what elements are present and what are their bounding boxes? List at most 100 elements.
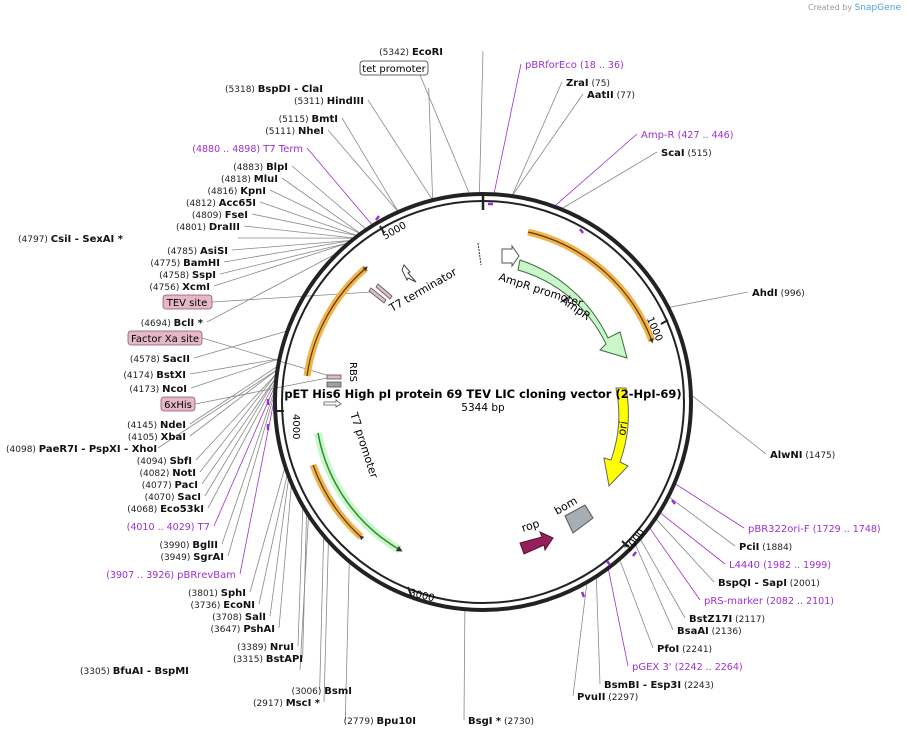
leader-paci <box>201 376 277 485</box>
leader-lines <box>157 50 767 721</box>
site-position: (4082) <box>139 469 172 479</box>
site-label-aatii: AatII (77) <box>587 90 635 101</box>
site-position: (2136) <box>709 627 742 637</box>
site-name: HindIII <box>327 96 364 107</box>
site-name: EcoNI <box>223 600 255 611</box>
leader-bcli <box>206 252 339 323</box>
site-label-pbr322ori-f: pBR322ori-F (1729 .. 1748) <box>748 524 881 535</box>
leader-tet-promoter <box>419 74 471 196</box>
site-extra: - PspXI - XhoI <box>78 444 157 455</box>
site-name: Bpu10I <box>376 716 416 727</box>
site-name: SalI <box>245 612 266 623</box>
site-position: (2082 .. 2101) <box>766 596 834 607</box>
leader-amp-r <box>553 133 638 207</box>
site-label-fsei: (4809) FseI <box>192 210 248 221</box>
site-position: (3305) <box>80 667 113 677</box>
feature-fxa-mark <box>375 283 393 300</box>
site-position: (4070) <box>145 493 178 503</box>
tet-promoter-box: tet promoter <box>359 60 429 76</box>
tev-site-label: TEV site <box>166 298 208 309</box>
leader-pvuii <box>572 582 588 697</box>
site-position: (4797) <box>18 235 51 245</box>
site-name: NruI <box>270 642 294 653</box>
leader-bspqi <box>655 518 715 583</box>
primer-marks <box>266 202 676 598</box>
site-name: PvuII <box>577 692 605 703</box>
leader-eco53ki <box>207 380 277 509</box>
site-label-eco53ki: (4068) Eco53kI <box>127 504 204 515</box>
site-label-bspqi: BspQI - SapI (2001) <box>718 578 820 589</box>
site-label-bpu10i: (2779) Bpu10I <box>344 716 416 727</box>
site-name: SphI <box>221 588 246 599</box>
site-name: pGEX 3' <box>632 662 675 673</box>
feature-t7-terminator <box>401 264 417 283</box>
leader-scai <box>560 151 658 210</box>
site-position: (4883) <box>233 163 266 173</box>
site-name: BsaAI <box>677 626 709 637</box>
feature-green-lower-line <box>317 432 403 552</box>
leader-bsmi <box>319 535 325 691</box>
site-name: NdeI <box>160 420 186 431</box>
site-label-ndei: (4145) NdeI <box>127 420 186 431</box>
site-position: (3801) <box>188 589 221 599</box>
site-name: MscI * <box>286 698 321 709</box>
leader-mlui <box>281 177 361 235</box>
site-label-noti: (4082) NotI <box>139 468 196 479</box>
leader-xcmi <box>213 242 350 287</box>
leader-sspi <box>219 242 350 275</box>
leader-sacii <box>193 330 288 359</box>
feature-orange-left-line <box>306 266 368 377</box>
site-label-paer7i: (4098) PaeR7I - PspXI - XhoI <box>6 444 157 455</box>
primer-mark-pbr322ori <box>671 499 676 505</box>
site-position: (4880 .. 4898) <box>192 144 263 155</box>
site-name: L4440 <box>729 560 763 571</box>
leader-aatii <box>511 93 584 197</box>
tick-label-5000: 5000 <box>381 220 409 242</box>
site-name: BspDI <box>258 84 291 95</box>
leader-xbai <box>189 369 278 437</box>
site-name: PacI <box>175 480 198 491</box>
site-name: AatII <box>587 90 614 101</box>
leader-pfoi <box>619 558 654 649</box>
site-position: (4145) <box>127 421 160 431</box>
plasmid-name: pET His6 High pI protein 69 TEV LIC clon… <box>284 387 681 401</box>
site-label-msci: (2917) MscI * <box>253 698 321 709</box>
leader-bfuai <box>299 515 309 671</box>
his-tag-box: 6xHis <box>160 396 196 412</box>
site-position: (3006) <box>291 687 324 697</box>
site-label-bstapi: (3315) BstAPI <box>233 654 303 665</box>
leader-l4440 <box>659 511 726 565</box>
leader-pgex-3 <box>607 568 629 667</box>
site-extra: - BspMI <box>143 666 189 677</box>
site-name: pBRrevBam <box>177 570 236 581</box>
site-position: (996) <box>778 289 805 299</box>
site-name: BsgI * <box>468 716 502 727</box>
leader-sbfi <box>195 372 278 461</box>
site-label-scai: ScaI (515) <box>661 148 712 159</box>
site-position: (5311) <box>294 97 327 107</box>
site-name: XcmI <box>182 282 210 293</box>
site-label-saci: (4070) SacI <box>145 492 201 503</box>
site-extra: - SapI <box>751 578 787 589</box>
plasmid-length: 5344 bp <box>461 402 505 414</box>
site-name: BamHI <box>183 258 220 269</box>
site-position: (2243) <box>681 681 714 691</box>
primer-mark-ampr <box>579 228 584 234</box>
site-label-t7: (4010 .. 4029) T7 <box>127 522 210 533</box>
credit-brand: SnapGene <box>854 3 901 13</box>
site-position: (1884) <box>759 543 792 553</box>
feature-ampr-arrow <box>517 259 628 359</box>
site-position: (515) <box>685 149 712 159</box>
site-name: EcoRI <box>412 47 443 58</box>
site-label-pbrrevbam: (3907 .. 3926) pBRrevBam <box>106 570 236 581</box>
site-label-xbai: (4105) XbaI <box>128 432 186 443</box>
site-position: (3708) <box>212 613 245 623</box>
leader-sgrai <box>227 391 276 557</box>
site-label-sbfi: (4094) SbfI <box>137 456 192 467</box>
leader-fsei <box>251 213 358 237</box>
site-label-kpni: (4816) KpnI <box>207 186 266 197</box>
site-position: (2001) <box>787 579 820 589</box>
site-position: (2917) <box>253 699 286 709</box>
site-name: SgrAI <box>193 552 224 563</box>
